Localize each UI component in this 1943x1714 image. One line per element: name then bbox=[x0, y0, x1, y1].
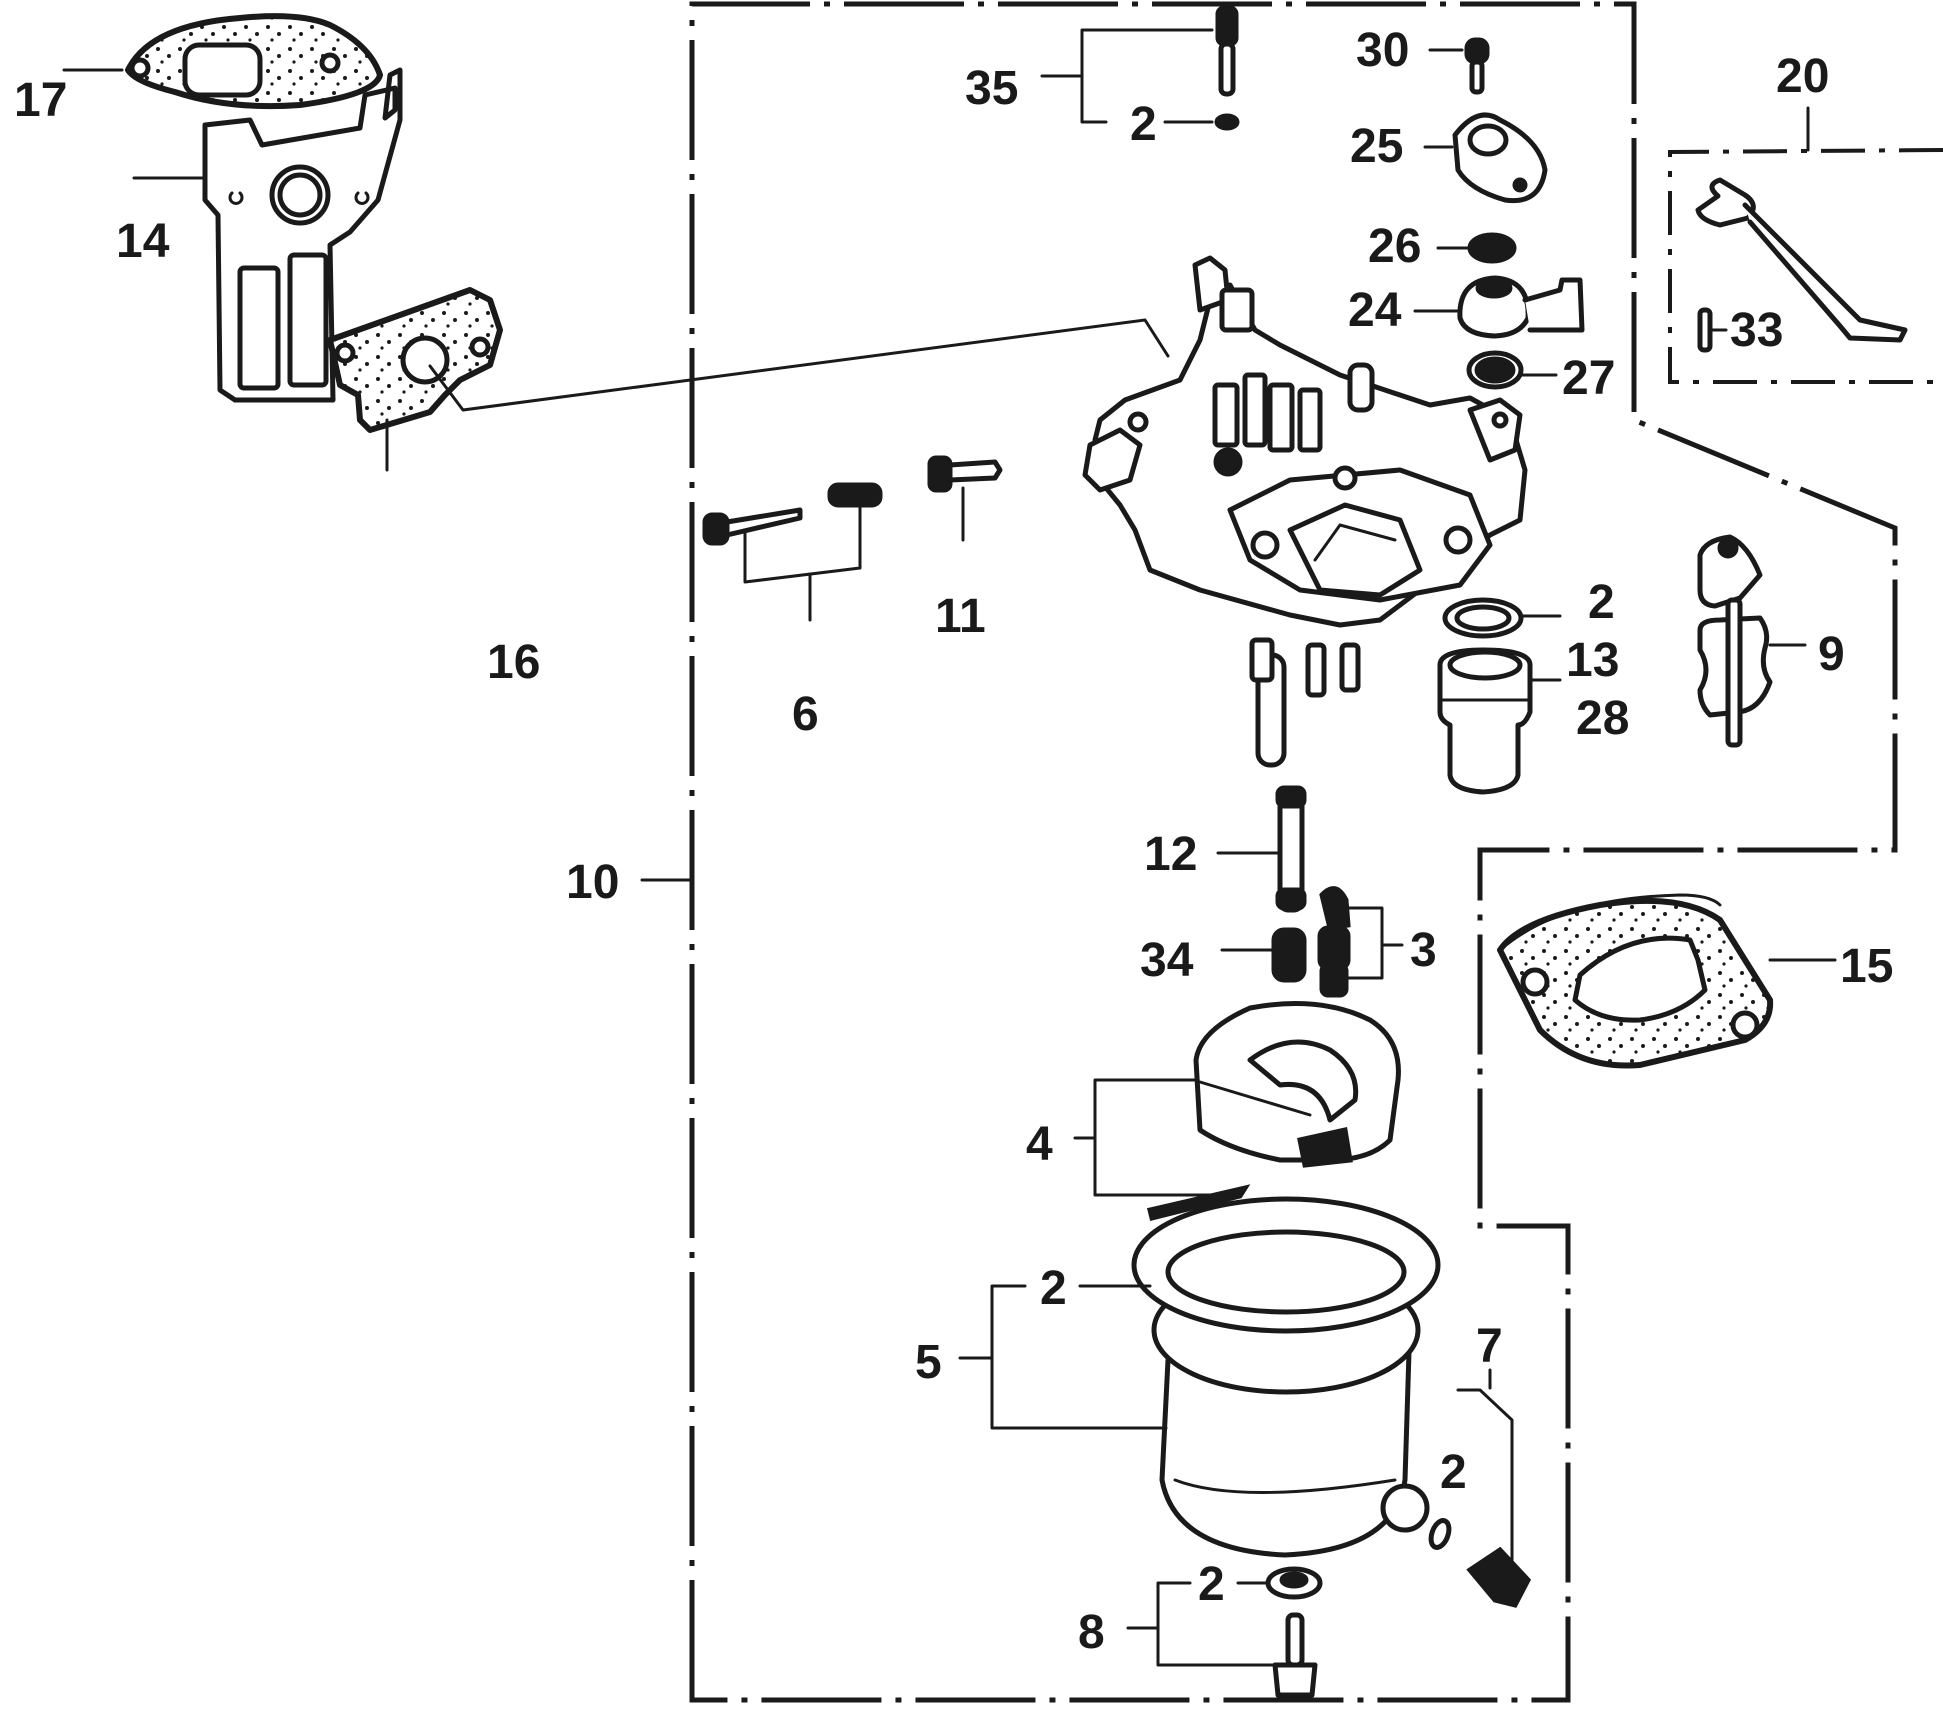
part-4-float bbox=[1146, 1001, 1401, 1222]
part-12-nozzle bbox=[1275, 785, 1307, 913]
callout-34: 34 bbox=[1140, 934, 1194, 987]
part-10-carburetor-body bbox=[1082, 255, 1528, 768]
part-8-bolt bbox=[1265, 1566, 1323, 1698]
callout-2-top: 2 bbox=[1130, 98, 1157, 151]
part-9-lever bbox=[1697, 534, 1773, 748]
bracket-6 bbox=[743, 500, 862, 584]
bracket-3 bbox=[1346, 906, 1384, 980]
callout-16: 16 bbox=[487, 636, 540, 689]
callout-4: 4 bbox=[1026, 1118, 1053, 1171]
part-17-gasket bbox=[125, 13, 383, 110]
callout-5: 5 bbox=[915, 1336, 942, 1389]
part-2-washer-top bbox=[1214, 113, 1240, 131]
choke-lever-box-20 bbox=[1668, 148, 1943, 384]
callout-2-mid: 2 bbox=[1588, 576, 1615, 629]
callout-30: 30 bbox=[1356, 24, 1409, 77]
part-28-fuel-cup bbox=[1437, 647, 1533, 795]
callout-2-drain: 2 bbox=[1440, 1446, 1467, 1499]
callout-33: 33 bbox=[1730, 304, 1783, 357]
part-30-screw bbox=[1464, 37, 1490, 95]
callout-9: 9 bbox=[1818, 628, 1845, 681]
callout-15: 15 bbox=[1840, 940, 1893, 993]
part-7-drain-screw bbox=[1428, 1518, 1532, 1608]
part-20-choke-lever bbox=[1695, 177, 1908, 343]
callout-13: 13 bbox=[1566, 634, 1619, 687]
callout-20: 20 bbox=[1776, 50, 1829, 103]
bracket-7 bbox=[1456, 1388, 1514, 1572]
callout-27: 27 bbox=[1562, 352, 1615, 405]
callout-25: 25 bbox=[1350, 120, 1403, 173]
callout-17: 17 bbox=[14, 74, 67, 127]
callout-6: 6 bbox=[792, 688, 819, 741]
callout-11: 11 bbox=[935, 590, 986, 643]
part-15-gasket bbox=[1497, 893, 1774, 1069]
part-6-pilot-screw bbox=[702, 482, 883, 546]
part-14-insulator bbox=[202, 67, 403, 403]
part-27-screen bbox=[1466, 350, 1524, 390]
part-16-gasket bbox=[327, 287, 503, 433]
callout-26: 26 bbox=[1368, 220, 1421, 273]
part-25-plate bbox=[1452, 112, 1548, 204]
part-3-main-jet bbox=[1317, 886, 1351, 998]
callout-12: 12 bbox=[1144, 828, 1197, 881]
callout-2-bolt: 2 bbox=[1198, 1558, 1225, 1611]
assembly-boundary-10 bbox=[689, 1, 1898, 1703]
callout-35: 35 bbox=[965, 62, 1018, 115]
part-26-gasket bbox=[1467, 232, 1517, 264]
callout-3: 3 bbox=[1410, 924, 1437, 977]
callout-8: 8 bbox=[1078, 1606, 1105, 1659]
part-11-screw bbox=[927, 455, 1003, 493]
bracket-8 bbox=[1156, 1581, 1277, 1667]
leader-16-to-carb bbox=[428, 318, 1170, 412]
part-13-gasket bbox=[1442, 597, 1524, 639]
part-34-pilot-jet bbox=[1271, 927, 1307, 983]
callout-28: 28 bbox=[1576, 692, 1629, 745]
callout-10: 10 bbox=[566, 856, 619, 909]
part-35-screw bbox=[1215, 5, 1239, 97]
callout-14: 14 bbox=[116, 215, 170, 268]
callout-2-bowl: 2 bbox=[1040, 1262, 1067, 1315]
callout-7: 7 bbox=[1476, 1320, 1503, 1373]
part-5-float-chamber bbox=[1131, 1196, 1441, 1558]
part-33-spring bbox=[1697, 307, 1713, 353]
callout-24: 24 bbox=[1348, 284, 1402, 337]
bracket-5 bbox=[990, 1284, 1168, 1430]
part-24-lever bbox=[1457, 275, 1585, 339]
